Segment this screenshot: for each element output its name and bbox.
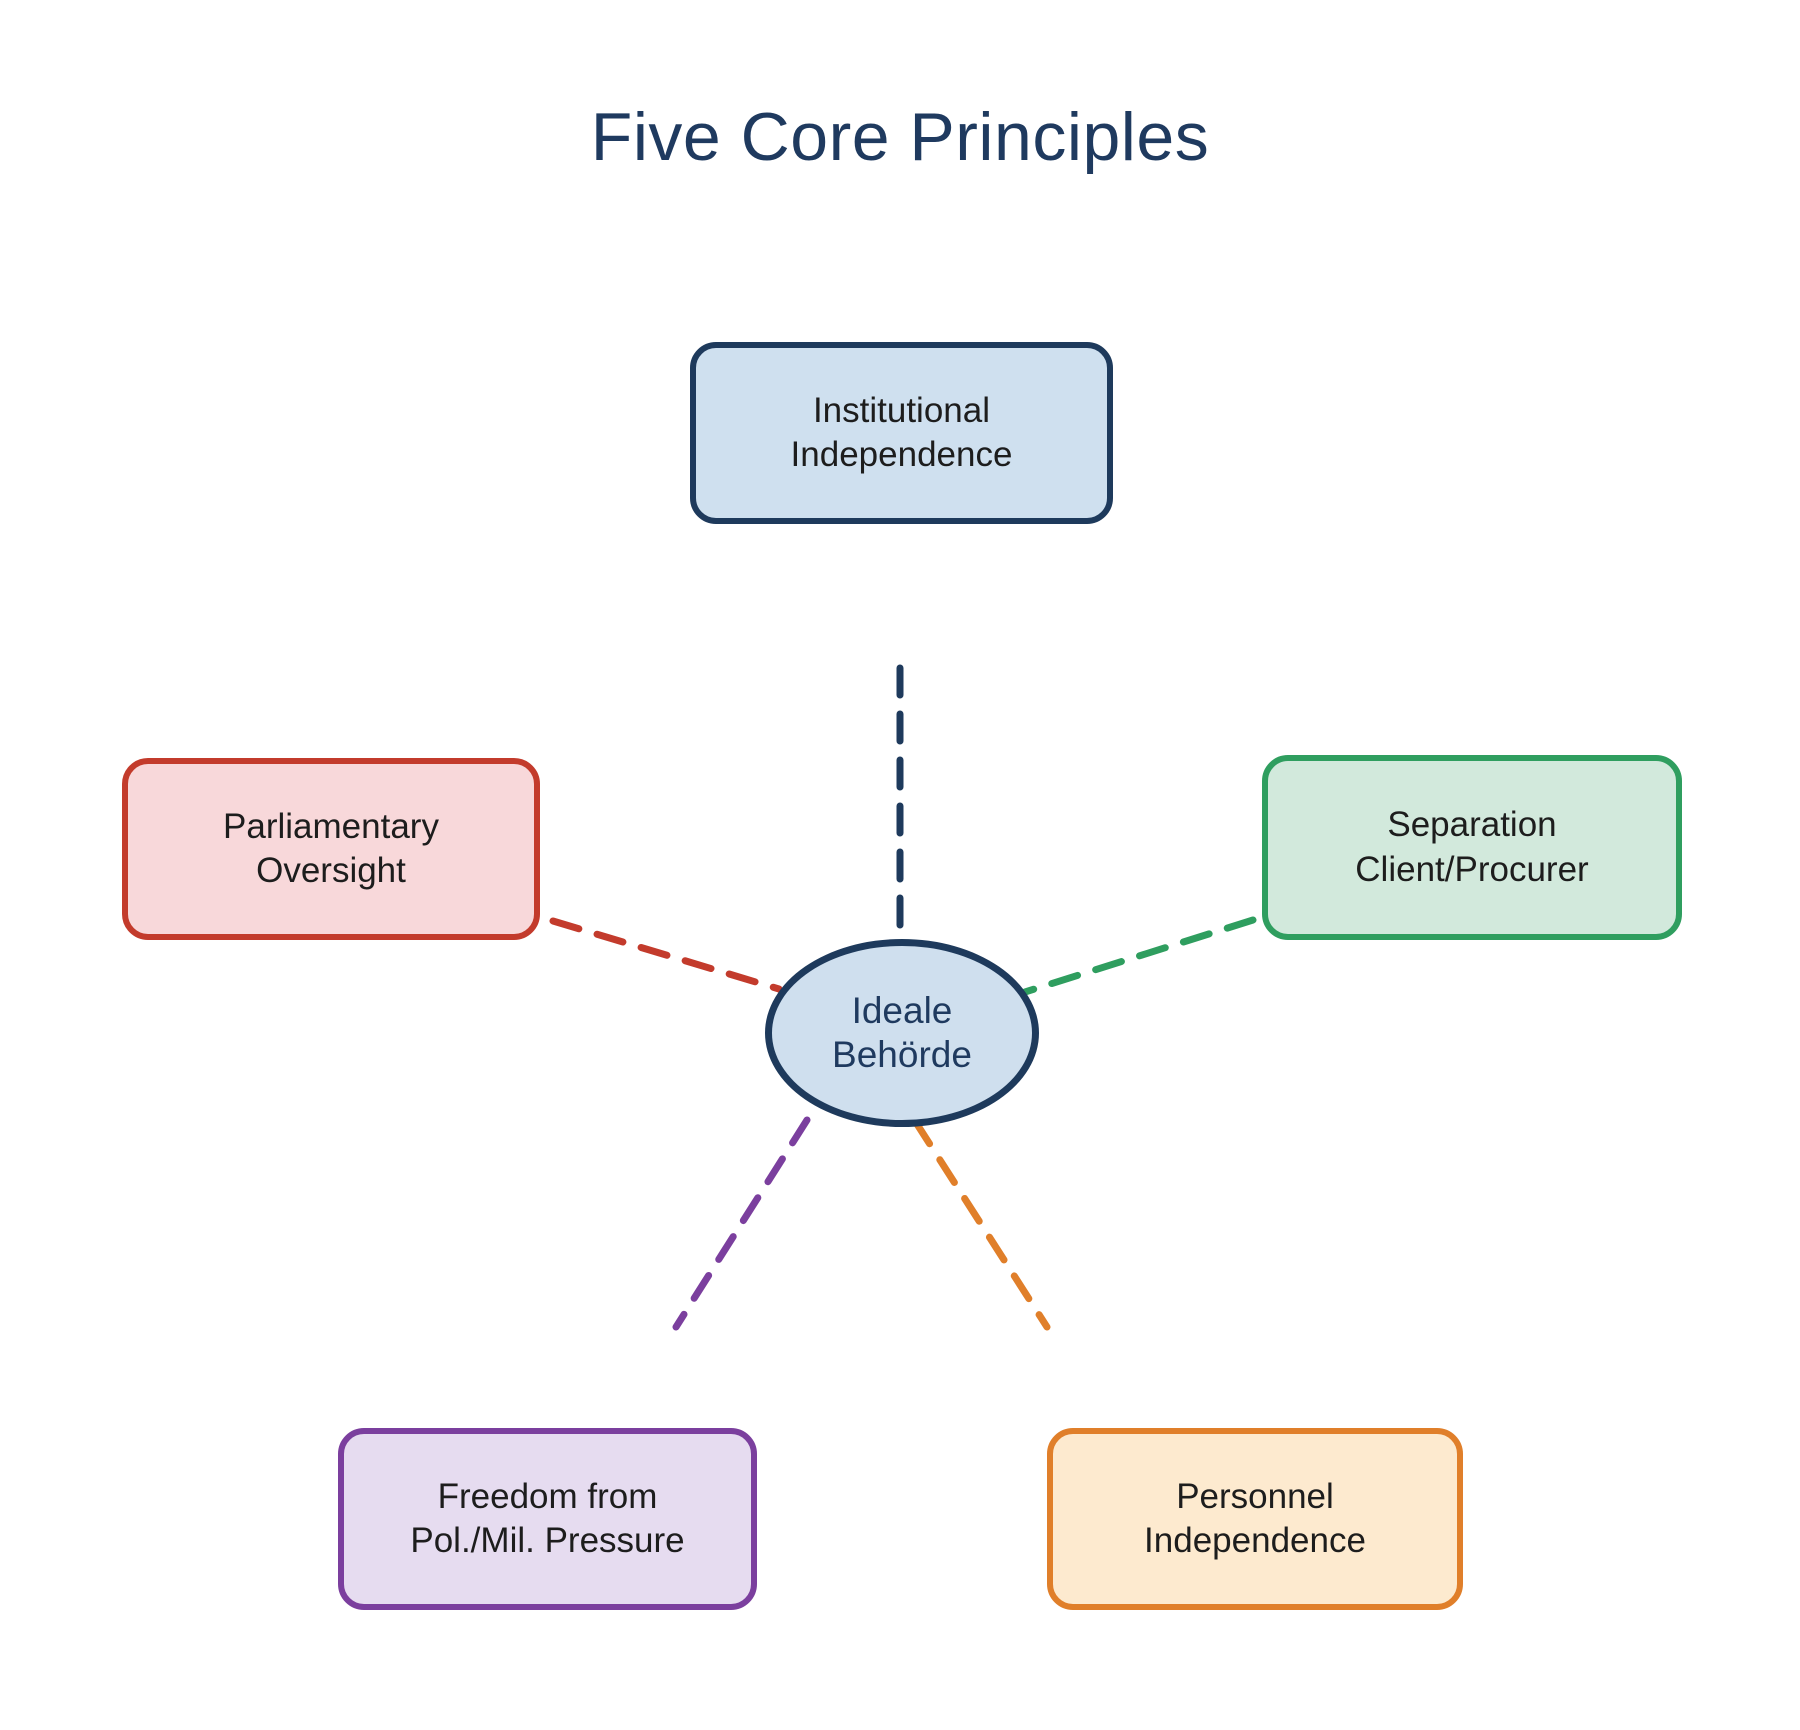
node-parliamentary-oversight: Parliamentary Oversight xyxy=(122,758,540,940)
center-node-ideale-behoerde: Ideale Behörde xyxy=(765,939,1039,1127)
node-personnel-independence: Personnel Independence xyxy=(1047,1428,1463,1610)
node-label-separation-client-procurer: Separation Client/Procurer xyxy=(1355,805,1589,889)
connector-center-to-parliamentary-oversight xyxy=(549,917,783,993)
node-label-parliamentary-oversight: Parliamentary Oversight xyxy=(223,806,439,890)
connector-center-to-separation-client-procurer xyxy=(1021,916,1257,996)
node-separation-client-procurer: Separation Client/Procurer xyxy=(1262,755,1682,940)
center-node-label: Ideale Behörde xyxy=(832,990,972,1075)
node-label-freedom-pol-mil-pressure: Freedom from Pol./Mil. Pressure xyxy=(410,1476,685,1560)
node-label-personnel-independence: Personnel Independence xyxy=(1144,1476,1366,1560)
node-label-institutional-independence: Institutional Independence xyxy=(790,390,1013,474)
connector-center-to-personnel-independence xyxy=(911,1117,1051,1331)
connector-center-to-freedom-pol-mil-pressure xyxy=(672,1116,811,1331)
diagram-title: Five Core Principles xyxy=(590,99,1210,175)
node-institutional-independence: Institutional Independence xyxy=(690,342,1113,524)
node-freedom-pol-mil-pressure: Freedom from Pol./Mil. Pressure xyxy=(338,1428,757,1610)
